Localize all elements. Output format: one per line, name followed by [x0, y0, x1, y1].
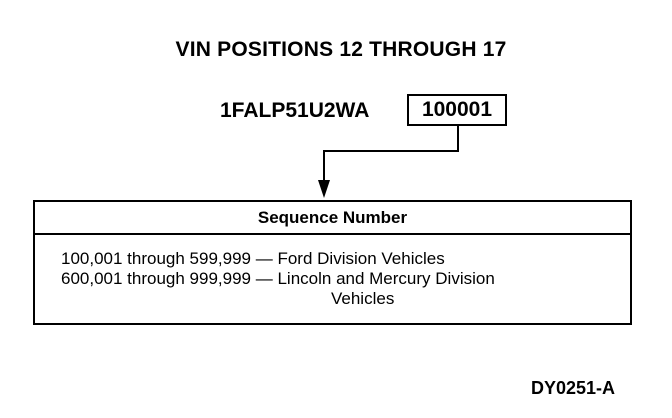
table-header: Sequence Number	[35, 202, 630, 235]
vin-prefix: 1FALP51U2WA	[220, 99, 370, 122]
table-row: 100,001 through 599,999 — Ford Division …	[61, 249, 630, 269]
figure-id: DY0251-A	[531, 378, 616, 398]
vin-sequence-box: 100001	[407, 94, 507, 126]
description-text: Lincoln and Mercury Division	[277, 269, 495, 288]
table-row-continuation: Vehicles	[61, 289, 630, 309]
diagram-title: VIN POSITIONS 12 THROUGH 17	[175, 38, 507, 61]
connector-line	[323, 126, 459, 182]
table-row: 600,001 through 999,999 — Lincoln and Me…	[61, 269, 630, 289]
arrow-head-icon	[318, 180, 330, 198]
description-continuation: Vehicles	[331, 289, 395, 308]
table-body: 100,001 through 599,999 — Ford Division …	[35, 235, 630, 309]
sequence-number-table: Sequence Number 100,001 through 599,999 …	[33, 200, 632, 325]
range-text: 600,001 through 999,999 —	[61, 269, 273, 288]
description-text: Ford Division Vehicles	[277, 249, 445, 268]
range-text: 100,001 through 599,999 —	[61, 249, 273, 268]
